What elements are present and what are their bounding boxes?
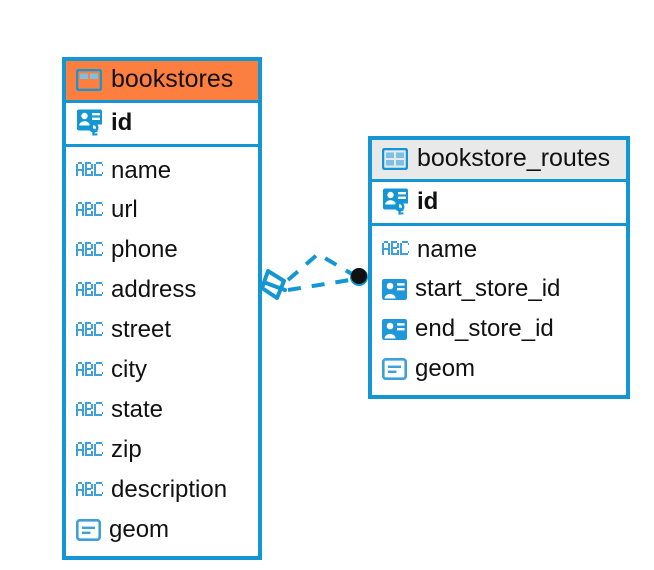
field-label: name (111, 156, 172, 184)
text-abc-icon (76, 440, 103, 460)
field-label: end_store_id (415, 315, 554, 343)
field-label: start_store_id (415, 275, 561, 303)
text-abc-icon (76, 160, 103, 180)
entity-bookstore-routes[interactable]: bookstore_routes id (368, 136, 630, 400)
diamond-marker (260, 269, 287, 300)
text-abc-icon (76, 280, 103, 300)
entity-name-label: bookstores (111, 65, 234, 93)
foreign-key-icon (382, 318, 407, 340)
relationship-line-upper (286, 251, 354, 282)
table-icon (76, 68, 102, 91)
field-list-bookstores: name (66, 146, 258, 556)
entity-name-label: bookstore_routes (417, 144, 611, 172)
text-abc-icon (76, 200, 103, 220)
field-row-description[interactable]: description (66, 470, 258, 510)
field-row-geom[interactable]: geom (372, 349, 626, 389)
primary-key-icon (76, 109, 103, 136)
field-row-start-store-id[interactable]: start_store_id (372, 269, 626, 309)
field-row-end-store-id[interactable]: end_store_id (372, 309, 626, 349)
field-row-city[interactable]: city (66, 350, 258, 390)
field-label: address (111, 276, 197, 304)
field-label: name (417, 235, 478, 263)
field-label: url (111, 196, 138, 224)
entity-bookstores[interactable]: bookstores id (62, 57, 262, 560)
entity-header-bookstore-routes[interactable]: bookstore_routes (372, 140, 626, 179)
field-row-address[interactable]: address (66, 270, 258, 310)
field-row-name[interactable]: name (372, 230, 626, 270)
field-row-name[interactable]: name (66, 151, 258, 191)
text-abc-icon (76, 480, 103, 500)
geometry-icon (76, 518, 101, 541)
primary-key-row-bookstore-routes[interactable]: id (372, 178, 626, 226)
field-label: geom (109, 515, 170, 543)
field-label: geom (415, 355, 476, 383)
field-label: street (111, 316, 172, 344)
text-abc-icon (76, 360, 103, 380)
primary-key-row-bookstores[interactable]: id (66, 99, 258, 147)
primary-key-label: id (417, 187, 439, 215)
primary-key-label: id (111, 108, 133, 136)
field-row-phone[interactable]: phone (66, 230, 258, 270)
text-abc-icon (76, 320, 103, 340)
field-label: city (111, 356, 147, 384)
field-row-state[interactable]: state (66, 390, 258, 430)
field-label: state (111, 395, 164, 423)
field-row-geom[interactable]: geom (66, 510, 258, 550)
filled-circle-marker (350, 268, 368, 286)
field-row-street[interactable]: street (66, 310, 258, 350)
field-list-bookstore-routes: name start_store_id (372, 225, 626, 396)
field-row-zip[interactable]: zip (66, 430, 258, 470)
field-label: zip (111, 435, 142, 463)
field-label: phone (111, 236, 178, 264)
foreign-key-icon (382, 278, 407, 300)
text-abc-icon (76, 240, 103, 260)
relationship-line-lower (287, 278, 351, 292)
entity-header-bookstores[interactable]: bookstores (66, 61, 258, 100)
field-label: description (111, 475, 228, 503)
table-icon (382, 147, 408, 170)
field-row-url[interactable]: url (66, 190, 258, 230)
text-abc-icon (76, 400, 103, 420)
text-abc-icon (382, 239, 409, 259)
primary-key-icon (382, 188, 409, 215)
geometry-icon (382, 358, 407, 381)
